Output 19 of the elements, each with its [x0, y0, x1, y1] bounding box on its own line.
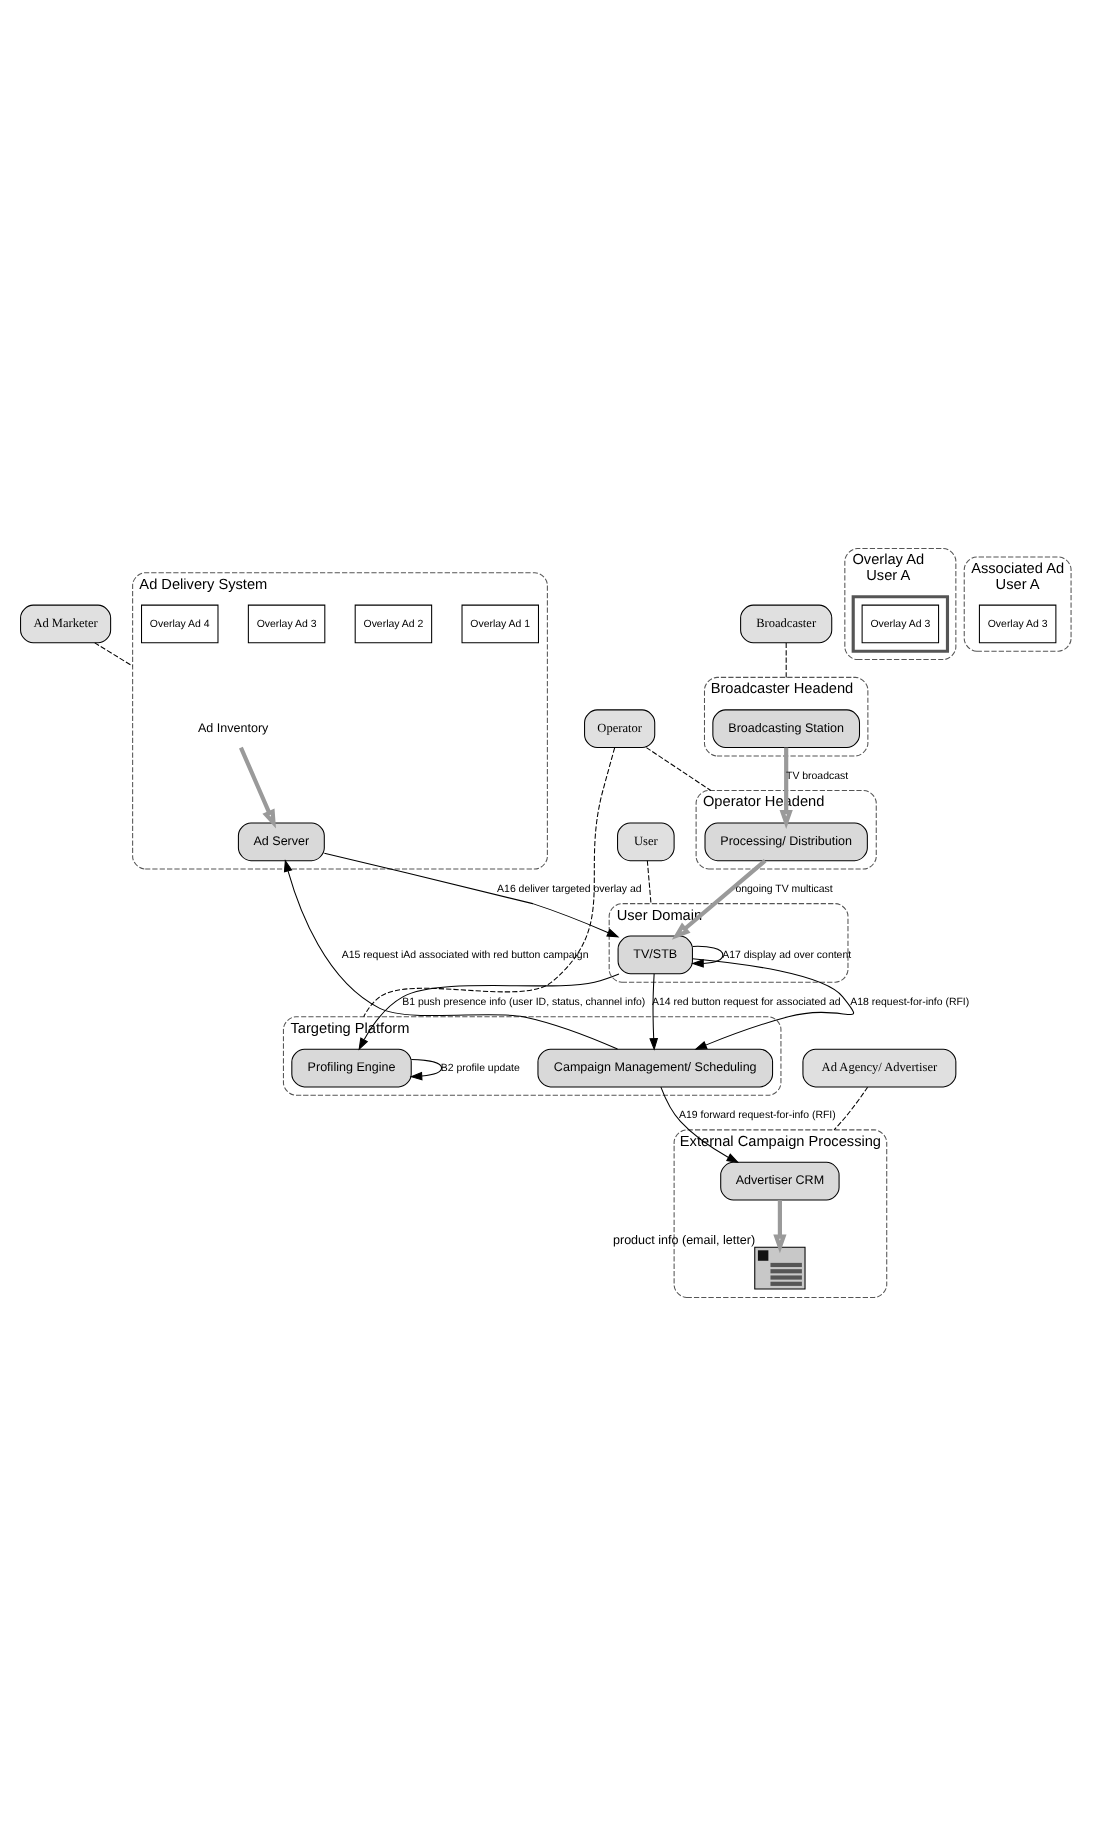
connector	[646, 859, 652, 904]
connector	[833, 1085, 869, 1130]
arrow	[358, 972, 620, 1050]
arrow	[409, 1057, 443, 1080]
connector	[94, 641, 134, 666]
arrow	[773, 1199, 787, 1253]
connector	[645, 746, 712, 791]
arrow	[671, 858, 767, 939]
arrow	[660, 1085, 740, 1163]
arrow	[323, 851, 620, 937]
arrow	[691, 944, 724, 967]
arrow	[649, 972, 659, 1050]
connector	[785, 641, 787, 677]
arrow	[283, 858, 619, 1049]
arrow	[692, 957, 855, 1049]
arrow	[779, 746, 793, 828]
connector	[363, 746, 616, 1017]
cluster	[851, 594, 950, 652]
arrow	[239, 745, 276, 828]
